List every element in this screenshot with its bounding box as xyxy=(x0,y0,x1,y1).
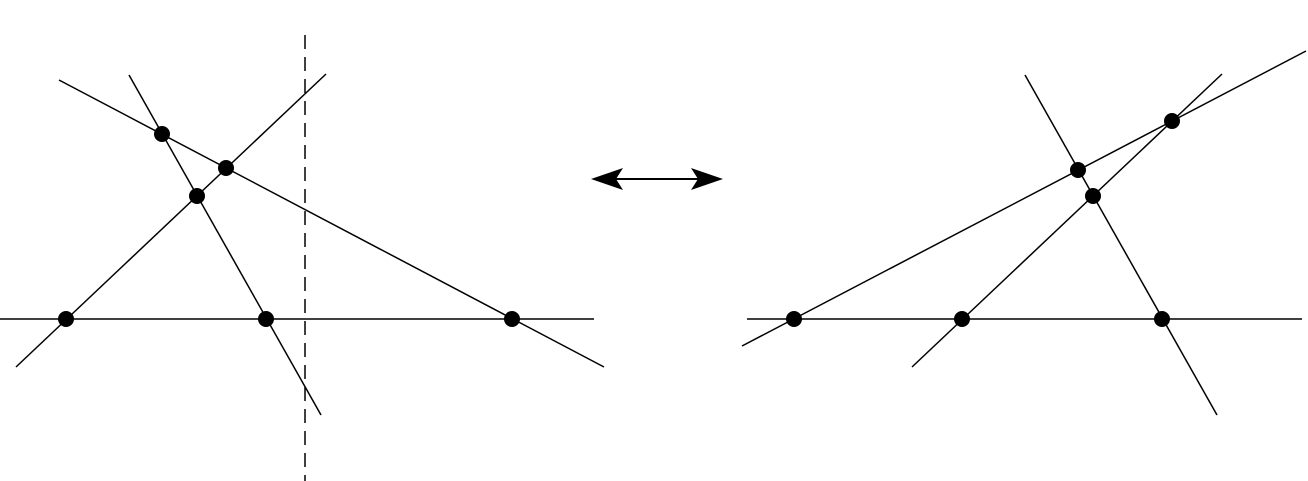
left-point-top xyxy=(154,126,170,142)
right-point-bottom-middle xyxy=(954,311,970,327)
double-arrow-icon xyxy=(591,168,723,190)
right-intersection-points xyxy=(786,113,1180,327)
right-point-bottom-right xyxy=(1154,311,1170,327)
double-arrow-left-head xyxy=(591,168,623,190)
left-point-middle xyxy=(189,188,205,204)
left-point-bottom-right xyxy=(504,311,520,327)
left-point-bottom-middle xyxy=(258,311,274,327)
right-steep-line xyxy=(1024,74,1218,416)
left-point-upper-right xyxy=(218,160,234,176)
right-point-upper-left xyxy=(1070,162,1086,178)
left-point-bottom-left xyxy=(58,311,74,327)
right-point-bottom-left xyxy=(786,311,802,327)
right-point-top-right xyxy=(1164,113,1180,129)
left-intersection-points xyxy=(58,126,520,327)
double-arrow-right-head xyxy=(691,168,723,190)
right-shallow-line xyxy=(741,50,1307,347)
right-point-middle xyxy=(1085,188,1101,204)
